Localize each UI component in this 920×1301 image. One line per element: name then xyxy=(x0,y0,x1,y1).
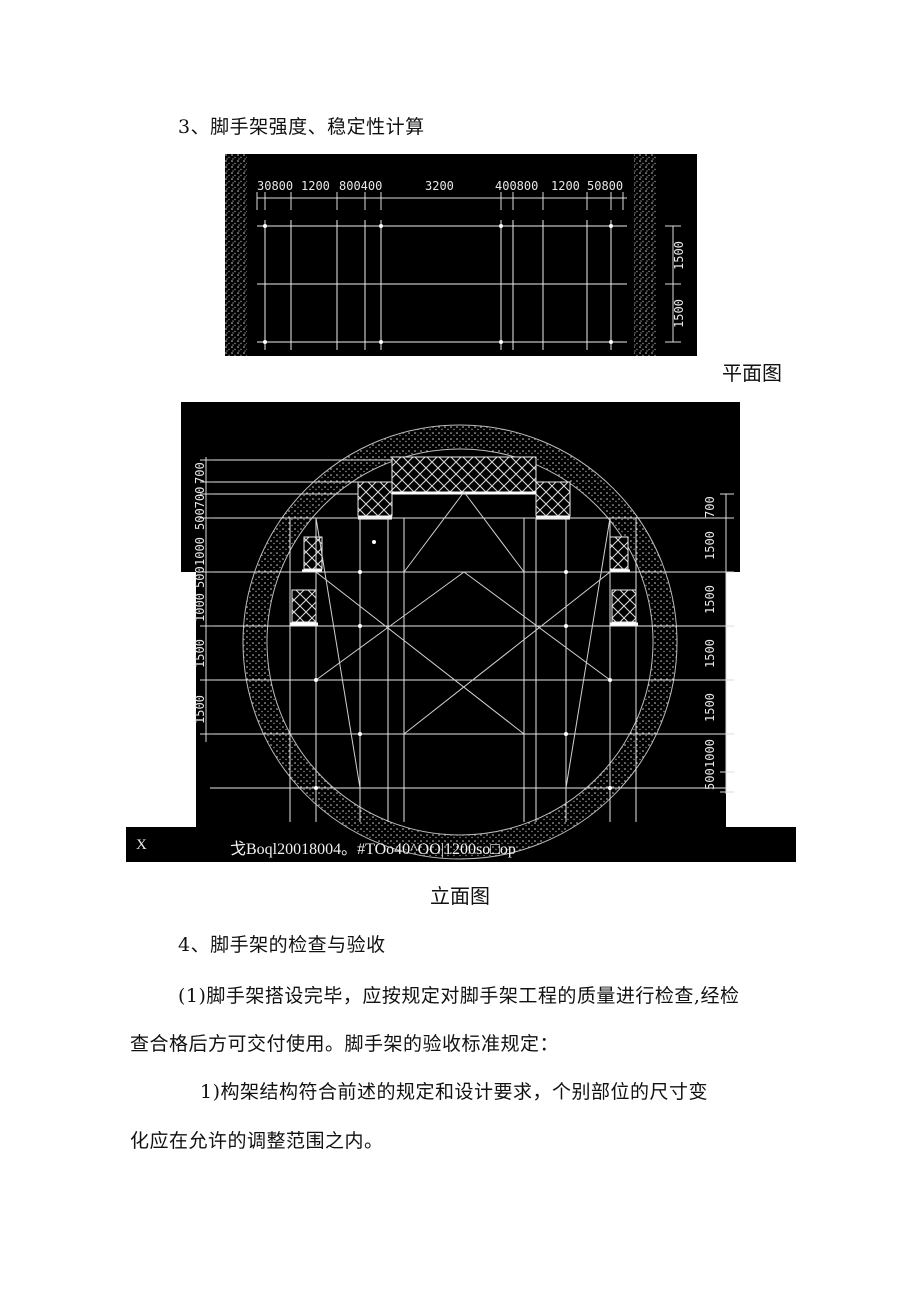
elev-right-dim-7: 500 xyxy=(703,768,717,790)
section-3-heading: 3、脚手架强度、稳定性计算 xyxy=(178,116,425,138)
plan-dim-3: 800400 xyxy=(339,179,382,193)
section-4-para1-line1: (1)脚手架搭设完毕，应按规定对脚手架工程的质量进行检查,经检 xyxy=(178,985,740,1007)
elevation-bottom-bar-text: 戈Boql20018004。#TOo40^OO|1200so□op xyxy=(230,841,516,858)
plan-dim-7: 50800 xyxy=(587,179,623,193)
plan-dim-1: 30800 xyxy=(257,179,293,193)
section-4-title: 4、脚手架的检查与验收 xyxy=(178,934,386,956)
elev-left-dim-3: 1000 xyxy=(193,537,207,566)
plan-dim-2: 1200 xyxy=(301,179,330,193)
elev-left-dim-6: 1500 xyxy=(193,639,207,668)
plan-left-wall xyxy=(225,154,247,356)
plan-side-dim-2: 1500 xyxy=(672,299,686,328)
elev-left-dim-7: 1500 xyxy=(193,695,207,724)
elev-right-dim-3: 1500 xyxy=(703,585,717,614)
elev-right-dim-2: 1500 xyxy=(703,531,717,560)
elev-right-dim-6: 1000 xyxy=(703,739,717,768)
section-4-item1-line1: 1)构架结构符合前述的规定和设计要求，个别部位的尺寸变 xyxy=(200,1081,709,1103)
plan-view-caption: 平面图 xyxy=(722,361,782,385)
section-4-para1-line2: 查合格后方可交付使用。脚手架的验收标准规定： xyxy=(130,1033,560,1055)
elev-left-dim-2: 500700 xyxy=(193,487,207,530)
elevation-view-drawing: 700 500700 1000 500 1000 1500 1500 700 1… xyxy=(126,402,796,862)
plan-view-drawing: 30800 1200 800400 3200 400800 1200 50800… xyxy=(225,154,697,356)
elev-left-dim-1: 700 xyxy=(193,462,207,484)
elev-right-dim-4: 1500 xyxy=(703,639,717,668)
elev-left-dim-4: 500 xyxy=(193,566,207,588)
plan-dim-5: 400800 xyxy=(495,179,538,193)
section-4-item1-line2: 化应在允许的调整范围之内。 xyxy=(130,1130,384,1152)
plan-side-dim-1: 1500 xyxy=(672,241,686,270)
elev-right-dim-1: 700 xyxy=(703,496,717,518)
elevation-view-caption: 立面图 xyxy=(430,884,490,908)
elev-left-dim-5: 1000 xyxy=(193,593,207,622)
plan-right-wall xyxy=(634,154,656,356)
plan-dim-4: 3200 xyxy=(425,179,454,193)
plan-dim-6: 1200 xyxy=(551,179,580,193)
elev-right-dim-5: 1500 xyxy=(703,693,717,722)
elevation-bottom-bar-left: X xyxy=(136,837,147,853)
